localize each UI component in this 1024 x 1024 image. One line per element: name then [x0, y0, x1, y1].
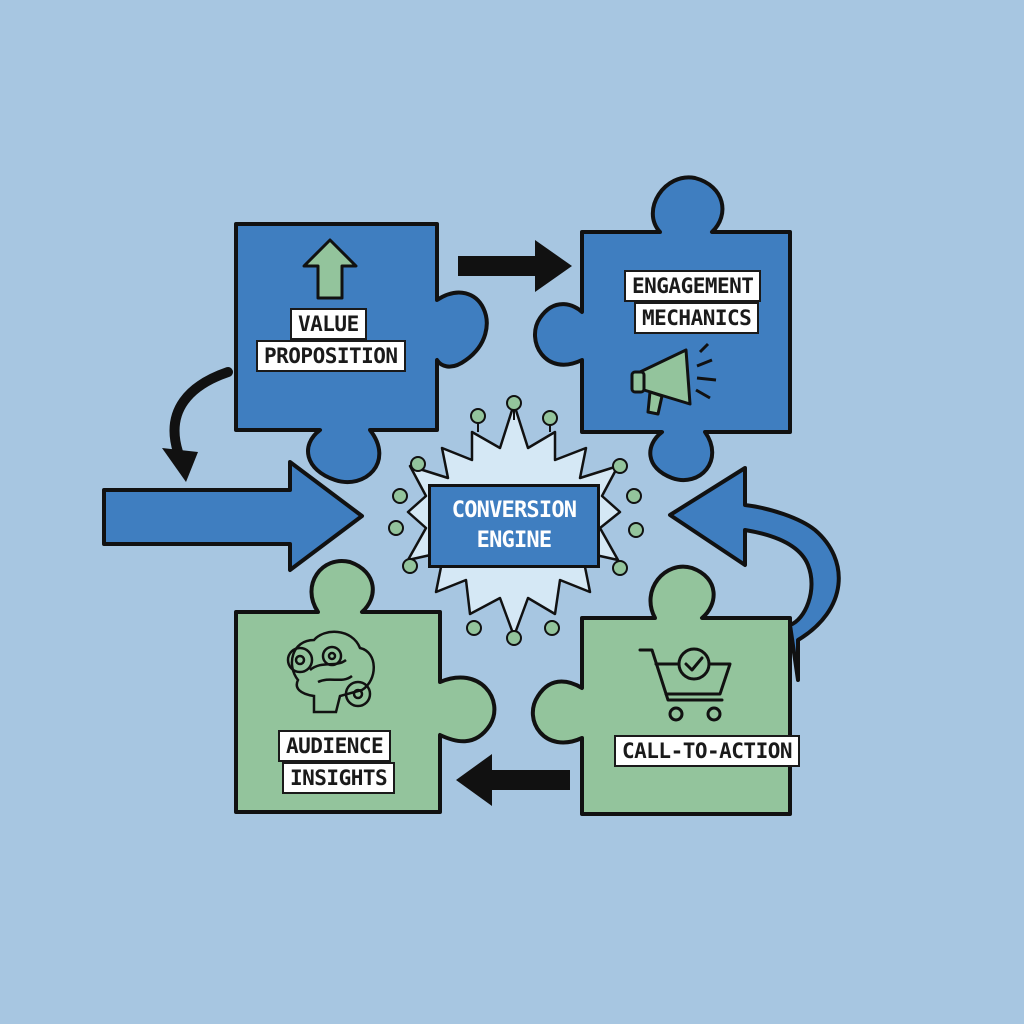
cta-label: CALL-TO-ACTION — [614, 735, 801, 767]
engagement-label-line1: ENGAGEMENT — [624, 270, 762, 302]
conversion-engine-line2: ENGINE — [476, 528, 552, 553]
flow-arrow-left-curve — [169, 367, 233, 457]
conversion-engine-line1: CONVERSION — [451, 498, 577, 523]
up-arrow-icon — [302, 238, 358, 300]
conversion-engine-box: CONVERSION ENGINE — [428, 484, 600, 568]
audience-label-line2: INSIGHTS — [282, 762, 396, 794]
brain-gears-icon — [286, 630, 375, 714]
feedback-arrow — [668, 466, 841, 682]
flow-arrow-left-head — [162, 448, 198, 482]
network-nodes — [388, 395, 644, 646]
flow-arrow-top — [458, 240, 572, 292]
value-label-line2: PROPOSITION — [256, 340, 406, 372]
shopping-cart-check-icon — [638, 647, 732, 722]
audience-label-line1: AUDIENCE — [278, 730, 392, 762]
engagement-label-line2: MECHANICS — [634, 302, 760, 334]
value-label-line1: VALUE — [290, 308, 367, 340]
piece-call-to-action — [530, 564, 792, 816]
megaphone-icon — [630, 342, 717, 416]
input-arrow — [102, 460, 364, 572]
flow-arrow-bottom — [456, 754, 570, 806]
